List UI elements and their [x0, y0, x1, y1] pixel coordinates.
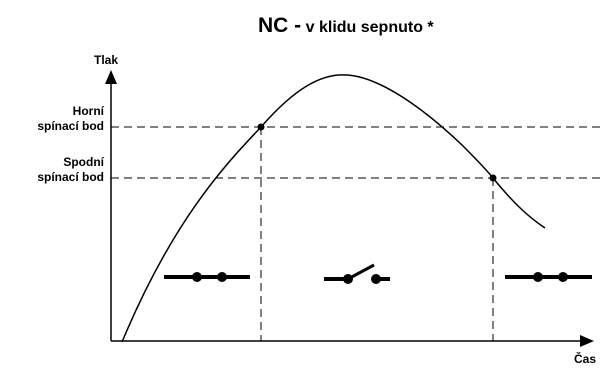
lower-threshold-label: Spodní spínací bod [37, 155, 104, 185]
x-axis-arrow [580, 335, 594, 347]
switch-closed-symbol-left [164, 272, 250, 282]
switch-open-symbol [324, 263, 390, 284]
upper-switching-point [257, 123, 265, 131]
lower-threshold-label-line2: spínací bod [37, 170, 104, 184]
upper-threshold-label-line2: spínací bod [37, 119, 104, 133]
title-prefix: NC - [258, 14, 302, 37]
switch-closed-symbol-right [505, 272, 592, 282]
upper-threshold-label-line1: Horní [72, 104, 104, 118]
y-axis-label: Tlak [94, 53, 119, 67]
upper-threshold-label: Horní spínací bod [37, 104, 104, 134]
lower-switching-point [489, 174, 497, 182]
y-axis-arrow [105, 70, 117, 84]
x-axis-label: Čas [574, 352, 597, 366]
diagram-title: NC - v klidu sepnuto * [258, 14, 434, 38]
pressure-curve [121, 74, 546, 343]
title-text: v klidu sepnuto * [305, 19, 434, 36]
lower-threshold-label-line1: Spodní [63, 155, 104, 169]
